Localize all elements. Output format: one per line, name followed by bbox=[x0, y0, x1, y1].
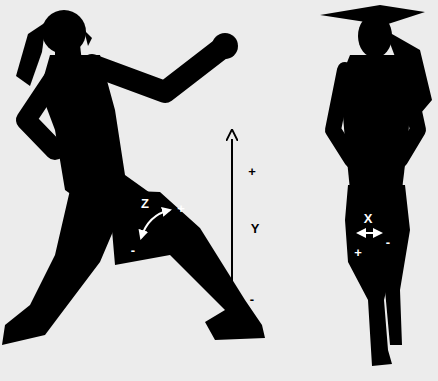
axis-label: + bbox=[248, 165, 256, 178]
axis-label: - bbox=[250, 293, 254, 306]
vertical-arrow bbox=[231, 139, 233, 298]
axis-label: Y bbox=[251, 222, 260, 235]
running-figure bbox=[320, 5, 432, 366]
axis-label: + bbox=[354, 246, 362, 259]
axis-label: + bbox=[177, 202, 185, 215]
axis-label: Z bbox=[141, 197, 149, 210]
axis-label: - bbox=[386, 236, 390, 249]
lateral-arrow bbox=[358, 232, 381, 234]
axis-label: - bbox=[131, 244, 135, 257]
axis-label: X bbox=[364, 212, 373, 225]
rotation-arrow bbox=[141, 210, 170, 238]
walking-figure bbox=[2, 10, 265, 345]
